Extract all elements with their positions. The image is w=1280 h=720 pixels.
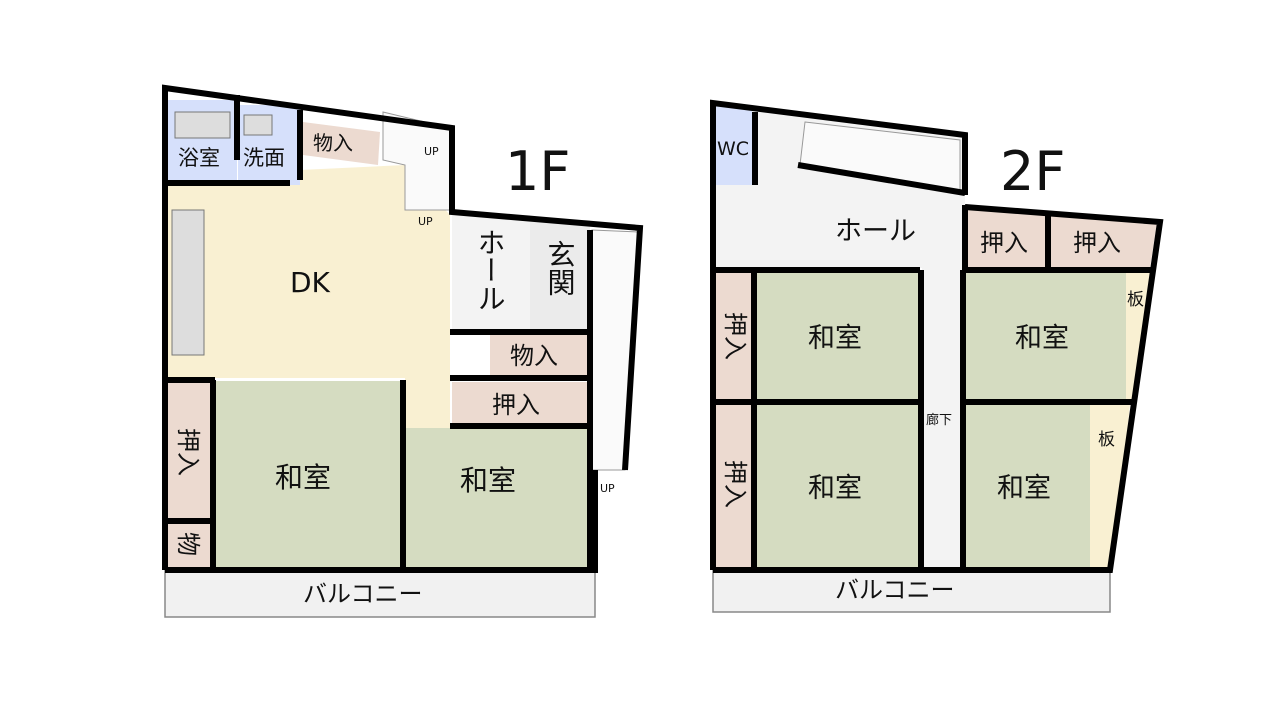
entrance-area xyxy=(530,220,590,330)
storage-top-label: 物入 xyxy=(313,131,353,155)
floor-1-title: 1F xyxy=(505,140,570,203)
washitsu-right-area xyxy=(405,428,590,568)
closet-left-upper-label: 押入 xyxy=(721,312,749,360)
storage-top-area xyxy=(303,122,380,165)
storage-small-label: 物 xyxy=(174,532,202,556)
balcony-1f xyxy=(164,569,596,618)
kitchen-counter-icon xyxy=(171,209,205,356)
closet-top-left-label: 押入 xyxy=(980,229,1028,257)
wall-1f xyxy=(165,470,598,573)
walls-1f xyxy=(162,84,644,570)
stair-up-label: UP xyxy=(418,215,433,228)
balcony-2f xyxy=(712,569,1111,613)
board-lower-area xyxy=(1090,405,1130,568)
washitsu-tr-label: 和室 xyxy=(1015,323,1069,354)
balcony-2f-label: バルコニー xyxy=(835,576,955,604)
dk-floor xyxy=(168,165,450,430)
board-upper-area xyxy=(1126,272,1150,400)
closet-right-area xyxy=(452,382,590,425)
hall-1f-label: ホール xyxy=(474,228,507,312)
closet-left-area xyxy=(168,383,213,520)
wall-2f xyxy=(713,204,1164,573)
closet-left-lower-label: 押入 xyxy=(721,460,749,508)
corridor-area xyxy=(922,268,962,568)
board-lower-label: 板 xyxy=(1098,430,1115,450)
closet-top-right-area xyxy=(1049,213,1157,268)
entrance-label: 玄関 xyxy=(544,240,577,296)
closet-right-label: 押入 xyxy=(492,391,540,419)
wc-area xyxy=(716,105,752,185)
walls-2f xyxy=(710,99,968,570)
washitsu-tr-area xyxy=(966,272,1126,400)
washitsu-bl-area xyxy=(757,405,920,568)
washitsu-br-label: 和室 xyxy=(997,473,1051,504)
washitsu-bl-label: 和室 xyxy=(808,473,862,504)
closet-left-lower-area xyxy=(716,404,753,568)
washitsu-left-label: 和室 xyxy=(275,461,331,494)
storage-mid-label: 物入 xyxy=(510,342,558,370)
storage-small-area xyxy=(168,523,213,568)
washitsu-br-area xyxy=(966,405,1090,568)
washitsu-right-label: 和室 xyxy=(460,464,516,497)
floor-1: 1F 浴室 洗面 物入 UP UP UP DK ホール 玄関 物入 押入 押入 … xyxy=(162,84,644,618)
washitsu-tl-area xyxy=(757,272,920,400)
stair-up-label: UP xyxy=(600,482,615,495)
hall-2f-label: ホール xyxy=(835,216,916,247)
washitsu-left-area xyxy=(215,381,400,568)
washroom-label: 洗面 xyxy=(243,146,285,170)
hall-1f-area xyxy=(452,215,530,330)
wc-label: WC xyxy=(717,138,749,160)
sink-icon xyxy=(243,114,273,136)
bathtub-icon xyxy=(174,111,231,139)
corridor-label: 廊下 xyxy=(926,412,952,428)
floor-2-title: 2F xyxy=(1000,140,1065,203)
closet-left-upper-area xyxy=(716,272,753,400)
board-upper-label: 板 xyxy=(1127,290,1144,310)
balcony-1f-label: バルコニー xyxy=(303,580,423,608)
closet-left-label: 押入 xyxy=(174,428,202,476)
closet-top-left-area xyxy=(965,207,1047,268)
closet-top-right-label: 押入 xyxy=(1073,229,1121,257)
floor-2: 2F WC ホール 押入 押入 押入 押入 和室 和室 和室 和室 廊下 板 板… xyxy=(710,99,1164,613)
wall-2f xyxy=(797,162,966,196)
bath-label: 浴室 xyxy=(178,146,220,170)
storage-mid-area xyxy=(490,333,590,375)
stair-up-label: UP xyxy=(424,145,439,158)
dk-label: DK xyxy=(290,266,331,299)
washitsu-tl-label: 和室 xyxy=(808,323,862,354)
